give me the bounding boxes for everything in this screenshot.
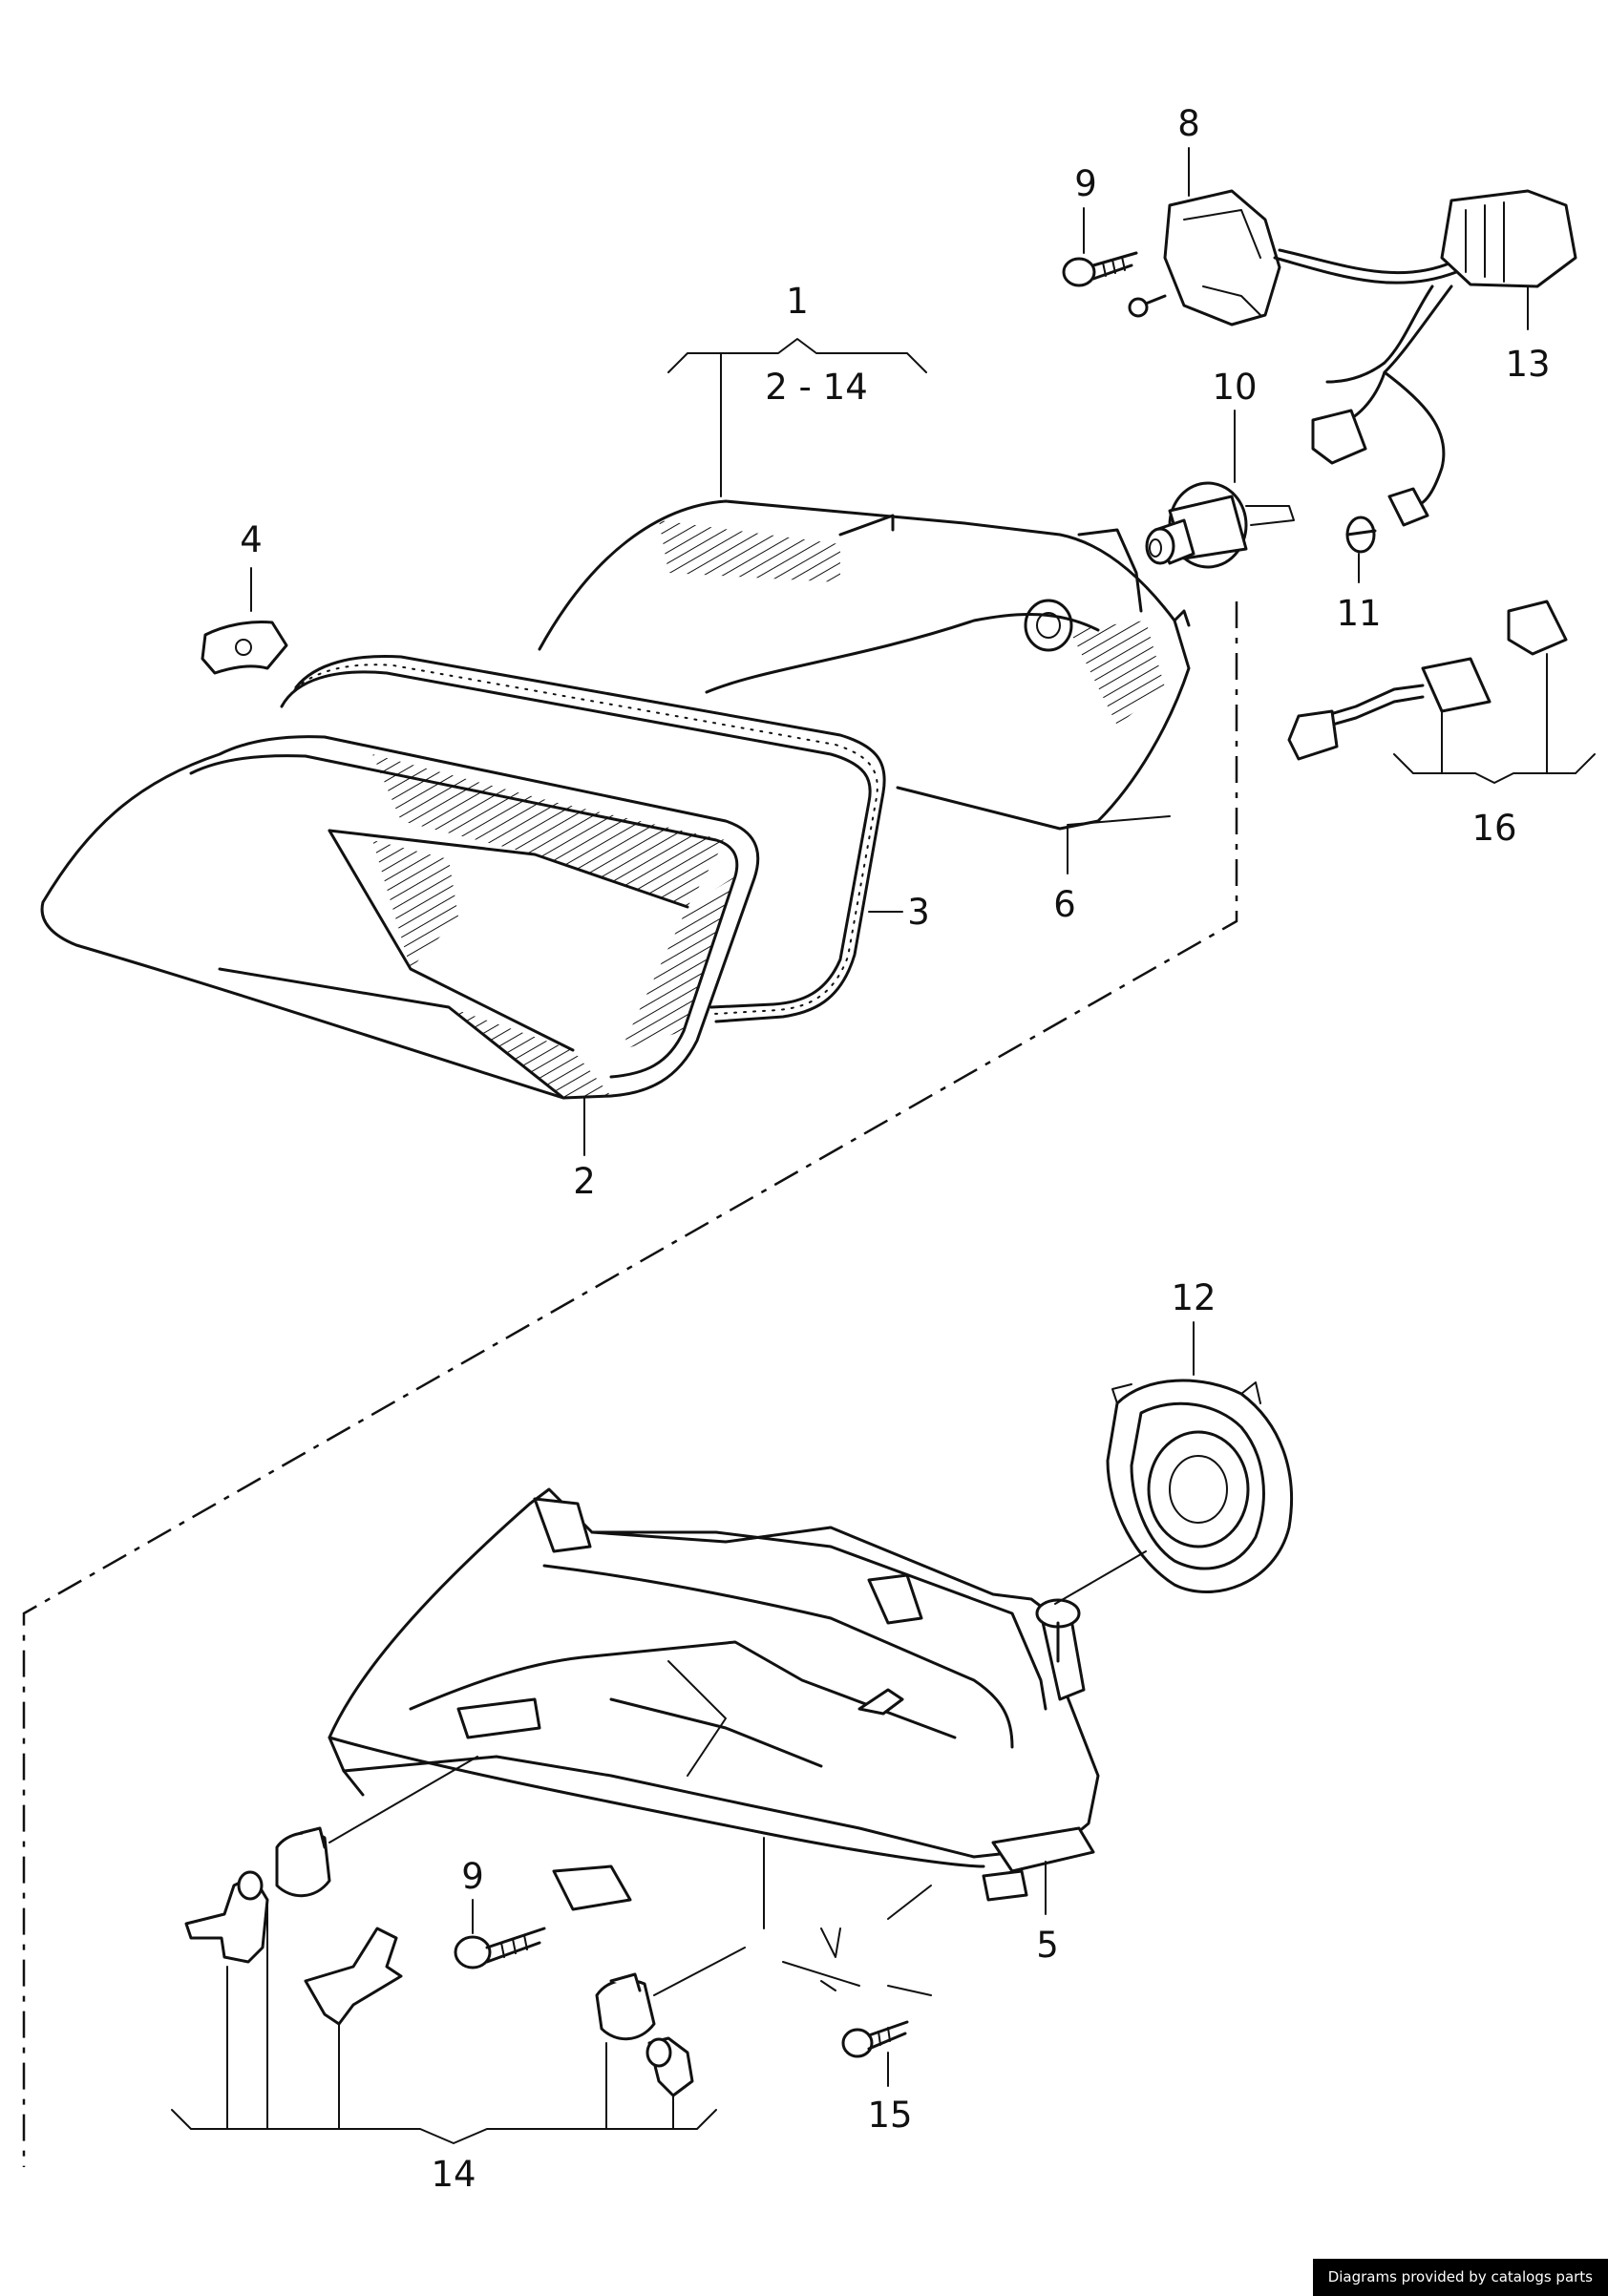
- callout-6: 6: [1053, 884, 1076, 925]
- callout-4: 4: [240, 519, 263, 560]
- screw-part-15: [782, 1961, 932, 2058]
- callout-labels: 1 2 - 14 2 3 4 5 6 8 9 9 10 11 12 13 14 …: [240, 103, 1550, 2195]
- callout-14: 14: [431, 2154, 476, 2195]
- screw-part-9-upper: [1062, 251, 1138, 287]
- callout-5: 5: [1036, 1925, 1059, 1966]
- wiring-harness: [1311, 370, 1446, 527]
- assembly-boundary-line: [22, 601, 1238, 2167]
- headlight-housing-lower: [328, 1487, 1100, 1958]
- callout-10: 10: [1212, 367, 1257, 408]
- callout-12: 12: [1171, 1277, 1216, 1318]
- screw-part-9-lower: [454, 1927, 546, 1970]
- parking-bulb-part-11: [1345, 516, 1377, 554]
- headlight-housing-upper: [538, 499, 1191, 831]
- headlight-bulb-part-10: [1145, 481, 1295, 569]
- callout-3: 3: [907, 892, 930, 933]
- callout-8: 8: [1177, 103, 1200, 144]
- callout-13: 13: [1505, 344, 1550, 385]
- adapter-cable-part-16: [1287, 600, 1568, 761]
- reflector-ring-part-12: [1106, 1379, 1294, 1593]
- callout-15: 15: [867, 2095, 912, 2136]
- lens-gasket-seal: [280, 655, 886, 1023]
- callout-2-14-range: 2 - 14: [765, 367, 868, 408]
- retaining-clip-part-4: [201, 621, 288, 675]
- watermark-label: Diagrams provided by catalogs parts: [1312, 2259, 1608, 2296]
- callout-11: 11: [1336, 593, 1381, 634]
- callout-9-lower: 9: [461, 1856, 484, 1897]
- callout-1: 1: [786, 281, 809, 322]
- headlight-lens: [40, 735, 760, 1100]
- callout-2: 2: [573, 1161, 596, 1202]
- leveling-motor-part-8: [1128, 189, 1458, 326]
- callout-16: 16: [1471, 808, 1516, 849]
- callout-9-upper: 9: [1074, 163, 1097, 204]
- leader-lines: [171, 147, 1596, 2144]
- wiring-connector-part-13: [1325, 189, 1577, 384]
- adjuster-repair-kit-part-14: [184, 1826, 694, 2097]
